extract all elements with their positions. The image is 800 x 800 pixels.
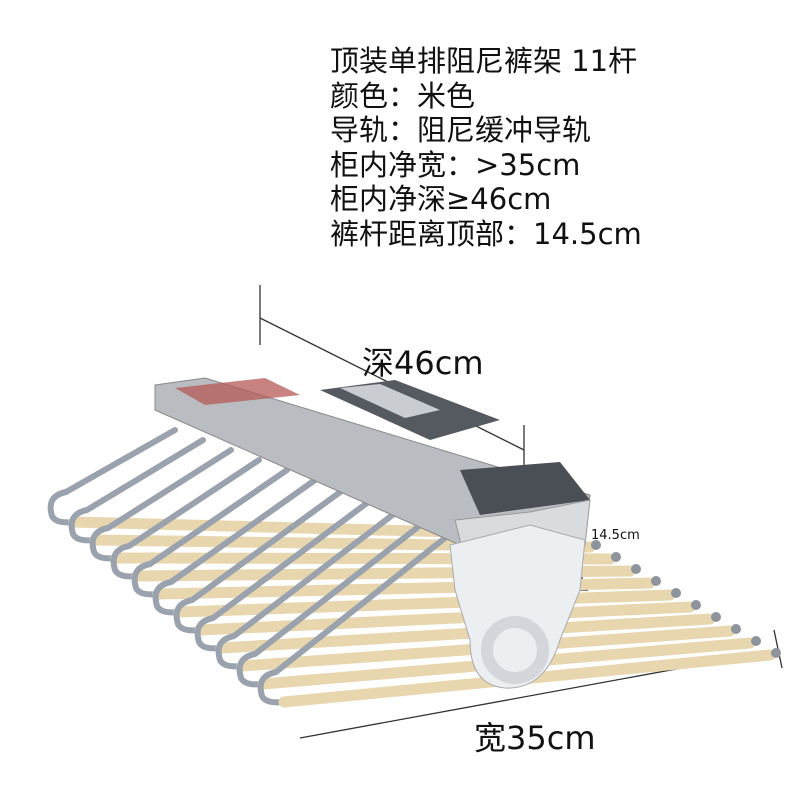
- spec-width: 柜内净宽：>35cm: [330, 147, 581, 182]
- spec-depth: 柜内净深≥46cm: [330, 182, 552, 216]
- metal-hook: [110, 457, 262, 580]
- spec-list: 顶装单排阻尼裤架 11杆 颜色：米色 导轨：阻尼缓冲导轨 柜内净宽：>35cm …: [330, 44, 642, 251]
- end-cap-ring: [481, 616, 549, 684]
- metal-hook: [89, 447, 234, 562]
- end-ball: [631, 564, 641, 574]
- end-ball: [731, 624, 741, 634]
- spec-bar-height: 裤杆距离顶部：14.5cm: [330, 216, 642, 251]
- metal-hook: [131, 467, 290, 598]
- depth-label: 深46cm: [362, 344, 484, 382]
- end-ball: [691, 600, 701, 610]
- hanger-bar: [173, 487, 701, 636]
- metal-hook: [236, 517, 430, 688]
- metal-hook: [173, 487, 346, 634]
- beige-tube: [215, 613, 716, 654]
- damper-plate: [340, 384, 440, 418]
- end-ball: [771, 648, 781, 658]
- end-ball: [751, 636, 761, 646]
- beige-tube: [194, 601, 696, 636]
- metal-hook: [68, 437, 206, 544]
- end-ball: [671, 588, 681, 598]
- metal-hook: [152, 477, 318, 616]
- beige-tube: [173, 589, 676, 618]
- metal-hook: [194, 497, 374, 652]
- rail-plate: [175, 378, 300, 405]
- metal-hook: [47, 427, 178, 526]
- hanger-bar: [152, 477, 681, 618]
- metal-hook: [215, 507, 402, 670]
- spec-color: 颜色：米色: [330, 78, 476, 113]
- spec-title: 顶装单排阻尼裤架 11杆: [330, 44, 638, 78]
- hanger-bar: [194, 497, 721, 654]
- end-ball: [611, 552, 621, 562]
- end-ball: [651, 576, 661, 586]
- spec-rail: 导轨：阻尼缓冲导轨: [330, 113, 592, 147]
- end-ball: [591, 540, 601, 550]
- end-cap: [449, 524, 586, 689]
- metal-hook: [257, 527, 458, 706]
- rear-block: [460, 462, 590, 515]
- end-ball: [711, 612, 721, 622]
- width-label: 宽35cm: [474, 719, 596, 757]
- height-label: 14.5cm: [591, 528, 640, 543]
